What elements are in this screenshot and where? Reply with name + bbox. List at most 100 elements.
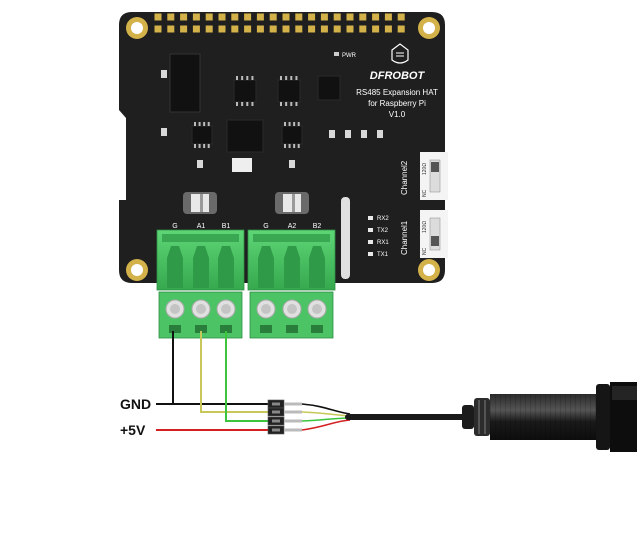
product-title-line2: for Raspberry Pi xyxy=(368,99,426,108)
led-label-tx1: TX1 xyxy=(377,252,389,258)
gpio-pin xyxy=(244,13,252,21)
gpio-pin xyxy=(282,25,290,33)
channel2-switch: Channel2 NC 120Ω xyxy=(400,152,448,200)
gpio-pin xyxy=(384,13,392,21)
regulator-icon xyxy=(317,75,341,101)
sensor-cable-red xyxy=(301,419,351,431)
channel1-opt-120: 120Ω xyxy=(422,221,428,233)
smd-component-icon xyxy=(161,70,167,78)
gpio-pin xyxy=(346,13,354,21)
robot-logo-icon xyxy=(391,43,409,64)
gpio-pin xyxy=(320,13,328,21)
pin-label-a2: A2 xyxy=(288,223,297,230)
gpio-pin xyxy=(180,13,188,21)
gpio-pin xyxy=(359,25,367,33)
gpio-pin xyxy=(320,25,328,33)
screw-terminal-icon xyxy=(282,299,302,333)
yellow-wire xyxy=(200,331,270,413)
channel2-label: Channel2 xyxy=(400,160,409,195)
channel1-opt-nc: NC xyxy=(422,247,428,255)
channel1-switch: Channel1 NC 120Ω xyxy=(400,210,448,258)
screw-terminal-icon xyxy=(216,299,236,333)
gpio-pin xyxy=(359,13,367,21)
silkscreen-slot xyxy=(341,197,350,279)
gpio-pin xyxy=(372,25,380,33)
fuse-icon xyxy=(275,192,309,214)
terminal-block-1 xyxy=(156,229,245,339)
pin-label-a1: A1 xyxy=(197,223,206,230)
gpio-pin xyxy=(384,25,392,33)
mounting-hole-icon xyxy=(418,17,440,39)
gpio-pin xyxy=(192,13,200,21)
gpio-pin xyxy=(218,25,226,33)
gpio-pin xyxy=(167,13,175,21)
gpio-pin xyxy=(269,13,277,21)
screw-terminal-icon xyxy=(256,299,276,333)
led-label-rx1: RX1 xyxy=(377,240,389,246)
power-label: +5V xyxy=(120,422,146,438)
smd-component-icon xyxy=(197,160,203,168)
gnd-wire xyxy=(172,331,270,405)
ic-chip-icon xyxy=(281,122,303,148)
gpio-pin xyxy=(256,13,264,21)
pwr-led-icon xyxy=(334,52,339,56)
gpio-pin xyxy=(333,13,341,21)
gpio-pin xyxy=(180,25,188,33)
usb-chip-icon xyxy=(232,158,252,172)
channel2-opt-nc: NC xyxy=(422,189,428,197)
raspberry-pi-hat-board: DFROBOT RS485 Expansion HAT for Raspberr… xyxy=(119,12,448,283)
gpio-pin xyxy=(205,25,213,33)
chip-icon xyxy=(226,119,264,153)
status-led-icon xyxy=(368,216,373,220)
gpio-pin xyxy=(154,25,162,33)
gpio-pin xyxy=(295,13,303,21)
gpio-pin xyxy=(308,25,316,33)
pin-label-b1: B1 xyxy=(222,223,231,230)
status-led-icon xyxy=(368,240,373,244)
smd-component-icon xyxy=(289,160,295,168)
ic-chip-icon xyxy=(233,76,257,106)
gpio-pin xyxy=(295,25,303,33)
gpio-pin xyxy=(269,25,277,33)
channel2-opt-120: 120Ω xyxy=(422,163,428,175)
green-wire xyxy=(225,331,270,422)
gpio-pin xyxy=(244,25,252,33)
pin-label-b2: B2 xyxy=(313,223,322,230)
gpio-pin xyxy=(205,13,213,21)
status-led-icon xyxy=(368,228,373,232)
gpio-pin xyxy=(397,25,405,33)
channel1-label: Channel1 xyxy=(400,220,409,255)
led-label-tx2: TX2 xyxy=(377,228,389,234)
gpio-pin xyxy=(346,25,354,33)
led-label-rx2: RX2 xyxy=(377,216,389,222)
smd-component-icon xyxy=(345,130,351,138)
gpio-pin xyxy=(154,13,162,21)
mounting-hole-icon xyxy=(418,259,440,281)
gpio-pin xyxy=(308,13,316,21)
screw-terminal-icon xyxy=(307,299,327,333)
gpio-pin xyxy=(282,13,290,21)
gpio-pin xyxy=(218,13,226,21)
gnd-label: GND xyxy=(120,396,151,412)
gpio-pin xyxy=(333,25,341,33)
gpio-header-icon xyxy=(154,13,405,33)
gpio-pin xyxy=(256,25,264,33)
gpio-pin xyxy=(192,25,200,33)
gpio-pin xyxy=(397,13,405,21)
mounting-hole-icon xyxy=(126,259,148,281)
terminal-blocks xyxy=(156,229,336,339)
mounting-hole-icon xyxy=(126,17,148,39)
cylindrical-sensor-icon xyxy=(462,382,637,452)
status-led-icon xyxy=(368,252,373,256)
terminal-block-2 xyxy=(247,229,336,339)
gpio-pin xyxy=(372,13,380,21)
dupont-connector-icon xyxy=(267,399,302,435)
brand-logo: DFROBOT xyxy=(370,70,426,82)
pwr-label: PWR xyxy=(342,53,357,59)
ic-chip-icon xyxy=(191,122,213,148)
smd-component-icon xyxy=(361,130,367,138)
gpio-pin xyxy=(167,25,175,33)
